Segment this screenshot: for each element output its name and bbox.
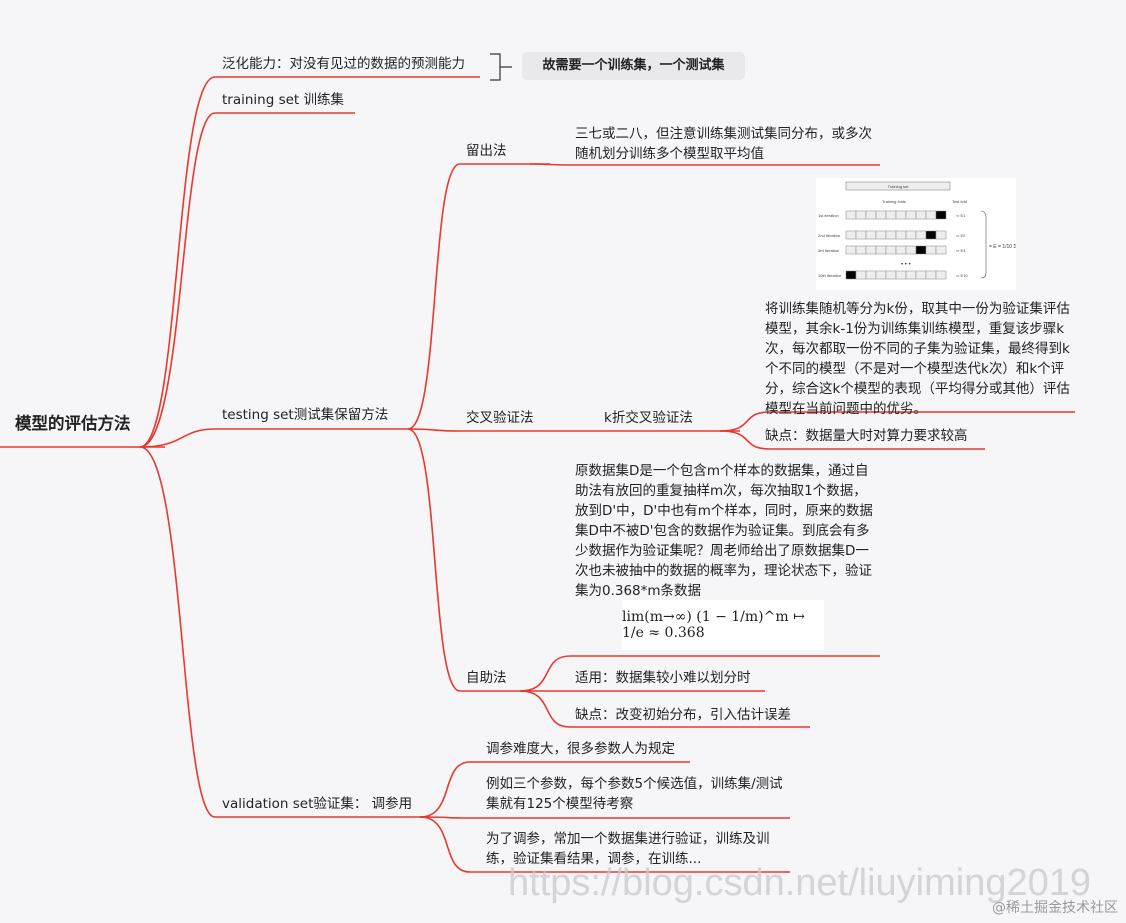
- bootstrap-use[interactable]: 适用：数据集较小难以划分时: [575, 670, 751, 686]
- img-fold-cell: [935, 245, 947, 255]
- img-folds: Training folds: [882, 199, 906, 204]
- img-fold-cell: [875, 270, 887, 280]
- img-fold-cell: [895, 270, 907, 280]
- img-fold-cell: [915, 245, 927, 255]
- img-fold-cell: [845, 210, 857, 220]
- img-fold-cell: [845, 245, 857, 255]
- img-row-label: 3rd iteration: [818, 248, 839, 253]
- img-row-label: 10th iteration: [818, 273, 841, 278]
- img-fold-cell: [865, 230, 877, 240]
- node-testing-set[interactable]: testing set测试集保留方法: [222, 407, 389, 423]
- kfold-cons[interactable]: 缺点：数据量大时对算力要求较高: [765, 428, 968, 444]
- img-fold-cell: [935, 270, 947, 280]
- img-fold-cell: [875, 245, 887, 255]
- img-test: Test fold: [952, 199, 967, 204]
- img-fold-cell: [925, 270, 937, 280]
- callout-note[interactable]: 故需要一个训练集，一个测试集: [522, 52, 745, 80]
- img-fold-cell: [915, 230, 927, 240]
- img-fold-cell: [905, 270, 917, 280]
- validation-item[interactable]: 为了调参，常加一个数据集进行验证，训练及训练，验证集看结果，调参，在训练...: [486, 831, 770, 867]
- img-error-label: ⇨ E10: [956, 273, 968, 278]
- img-fold-cell: [845, 270, 857, 280]
- img-fold-cell: [935, 210, 947, 220]
- img-error-label: ⇨ E2: [956, 233, 966, 238]
- bootstrap-formula: lim(m→∞) (1 − 1/m)^m ↦ 1/e ≈ 0.368: [622, 600, 824, 650]
- img-error-label: ⇨ E1: [956, 213, 966, 218]
- node-holdout[interactable]: 留出法: [466, 143, 507, 159]
- img-error-label: ⇨ E3: [956, 248, 966, 253]
- img-fold-cell: [925, 230, 937, 240]
- img-fold-cell: [895, 230, 907, 240]
- validation-item[interactable]: 例如三个参数，每个参数5个候选值，训练集/测试集就有125个模型待考察: [486, 776, 783, 812]
- img-fold-cell: [875, 210, 887, 220]
- img-fold-cell: [845, 230, 857, 240]
- img-title: Training set: [888, 184, 910, 189]
- img-fold-cell: [865, 210, 877, 220]
- holdout-detail[interactable]: 三七或二八，但注意训练集测试集同分布，或多次随机划分训练多个模型取平均值: [575, 126, 872, 162]
- img-fold-cell: [905, 210, 917, 220]
- svg-text:= E = 1/10 Σ Eᵢ: = E = 1/10 Σ Eᵢ: [989, 244, 1016, 250]
- img-fold-cell: [855, 210, 867, 220]
- img-fold-cell: [885, 230, 897, 240]
- img-fold-cell: [875, 230, 887, 240]
- kfold-detail[interactable]: 将训练集随机等分为k份，取其中一份为验证集评估模型，其余k-1份为训练集训练模型…: [765, 301, 1070, 417]
- img-fold-cell: [895, 245, 907, 255]
- img-fold-cell: [885, 210, 897, 220]
- img-fold-cell: [855, 245, 867, 255]
- img-fold-cell: [885, 270, 897, 280]
- node-training-set[interactable]: training set 训练集: [222, 92, 345, 108]
- img-fold-cell: [855, 270, 867, 280]
- node-bootstrap[interactable]: 自助法: [466, 670, 507, 686]
- img-fold-cell: [905, 230, 917, 240]
- bootstrap-cons[interactable]: 缺点：改变初始分布，引入估计误差: [575, 707, 791, 723]
- root-node[interactable]: 模型的评估方法: [15, 414, 131, 433]
- img-fold-cell: [865, 245, 877, 255]
- watermark: https://blog.csdn.net/liuyiming2019: [508, 862, 1092, 904]
- bootstrap-detail[interactable]: 原数据集D是一个包含m个样本的数据集，通过自助法有放回的重复抽样m次，每次抽取1…: [575, 463, 873, 599]
- img-fold-cell: [925, 210, 937, 220]
- node-kfold[interactable]: k折交叉验证法: [604, 410, 693, 426]
- svg-text:• • •: • • •: [901, 262, 911, 268]
- img-row-label: 1st iteration: [818, 213, 839, 218]
- img-row-label: 2nd iteration: [818, 233, 840, 238]
- img-fold-cell: [895, 210, 907, 220]
- validation-item[interactable]: 调参难度大，很多参数人为规定: [486, 741, 675, 757]
- node-generalization[interactable]: 泛化能力：对没有见过的数据的预测能力: [222, 56, 465, 72]
- img-fold-cell: [855, 230, 867, 240]
- img-fold-cell: [925, 245, 937, 255]
- img-fold-cell: [905, 245, 917, 255]
- img-fold-cell: [915, 270, 927, 280]
- img-fold-cell: [935, 230, 947, 240]
- img-fold-cell: [865, 270, 877, 280]
- watermark-brand: @稀土掘金技术社区: [992, 900, 1118, 916]
- node-validation-set[interactable]: validation set验证集： 调参用: [222, 796, 413, 812]
- kfold-diagram-image: Training set Training folds Test fold 1s…: [816, 178, 1022, 290]
- node-cross-validation[interactable]: 交叉验证法: [466, 410, 534, 426]
- img-fold-cell: [915, 210, 927, 220]
- img-fold-cell: [885, 245, 897, 255]
